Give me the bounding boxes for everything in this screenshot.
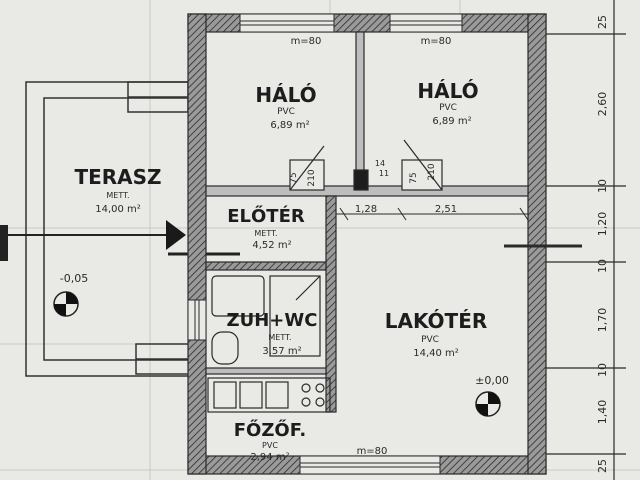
door-label-center-top: 14 bbox=[375, 159, 385, 168]
interior-dim-left: 1,28 bbox=[355, 204, 377, 215]
interior-dimension-line bbox=[336, 207, 582, 248]
windows bbox=[187, 13, 463, 475]
room-floor-lakoter: PVC bbox=[421, 335, 439, 345]
room-floor-halo-1: PVC bbox=[277, 107, 295, 117]
level-marker-terasz bbox=[53, 291, 79, 317]
bathroom-fixtures bbox=[211, 275, 321, 365]
door-label-center-bottom: 11 bbox=[379, 169, 389, 178]
room-name-zuh-wc: ZUH+WC bbox=[227, 310, 318, 331]
right-dim-6: 10 bbox=[596, 363, 609, 377]
interior-walls bbox=[205, 31, 529, 413]
right-dim-3: 1,20 bbox=[596, 212, 609, 237]
room-name-terasz: TERASZ bbox=[74, 165, 161, 189]
bedroom-doors bbox=[289, 139, 443, 191]
room-floor-halo-2: PVC bbox=[439, 103, 457, 113]
right-dim-5: 1,70 bbox=[596, 308, 609, 333]
interior-dim-right: 2,51 bbox=[435, 204, 457, 215]
room-name-halo-1: HÁLÓ bbox=[255, 83, 316, 107]
door-label-halo2-h: 210 bbox=[427, 163, 437, 180]
room-floor-terasz: METT. bbox=[106, 191, 129, 200]
room-area-eloter: 4,52 m² bbox=[252, 240, 291, 251]
right-dim-0: 25 bbox=[596, 15, 609, 29]
right-dimension-line bbox=[546, 0, 626, 480]
right-dim-2: 10 bbox=[596, 179, 609, 193]
room-name-lakoter: LAKÓTÉR bbox=[385, 309, 488, 333]
room-area-lakoter: 14,40 m² bbox=[413, 348, 459, 359]
room-area-halo-1: 6,89 m² bbox=[270, 120, 309, 131]
room-name-eloter: ELŐTÉR bbox=[227, 205, 305, 227]
level-label-terasz: -0,05 bbox=[60, 272, 88, 285]
opening-label-top-right: m=80 bbox=[421, 36, 452, 47]
level-label-lakoter: ±0,00 bbox=[475, 374, 509, 387]
opening-label-top-left: m=80 bbox=[291, 36, 322, 47]
room-floor-zuh-wc: METT. bbox=[268, 333, 291, 342]
room-name-fozo: FŐZŐF. bbox=[234, 419, 306, 441]
room-floor-fozo: PVC bbox=[262, 441, 278, 450]
right-dim-1: 2,60 bbox=[596, 92, 609, 117]
right-dim-8: 25 bbox=[596, 459, 609, 473]
room-area-halo-2: 6,89 m² bbox=[432, 116, 471, 127]
level-marker-lakoter bbox=[475, 391, 501, 417]
right-dim-7: 1,40 bbox=[596, 400, 609, 425]
door-label-halo1-h: 210 bbox=[307, 169, 317, 186]
room-name-halo-2: HÁLÓ bbox=[417, 79, 478, 103]
right-dim-4: 10 bbox=[596, 259, 609, 273]
room-area-terasz: 14,00 m² bbox=[95, 204, 141, 215]
room-area-fozo: 2,94 m² bbox=[250, 452, 289, 463]
door-label-halo1-w: 75 bbox=[289, 172, 299, 183]
room-floor-eloter: METT. bbox=[254, 229, 277, 238]
door-label-halo2-w: 75 bbox=[409, 172, 419, 183]
room-area-zuh-wc: 3,57 m² bbox=[262, 346, 301, 357]
kitchen-counter bbox=[207, 377, 331, 413]
opening-label-bottom: m=80 bbox=[357, 446, 388, 457]
